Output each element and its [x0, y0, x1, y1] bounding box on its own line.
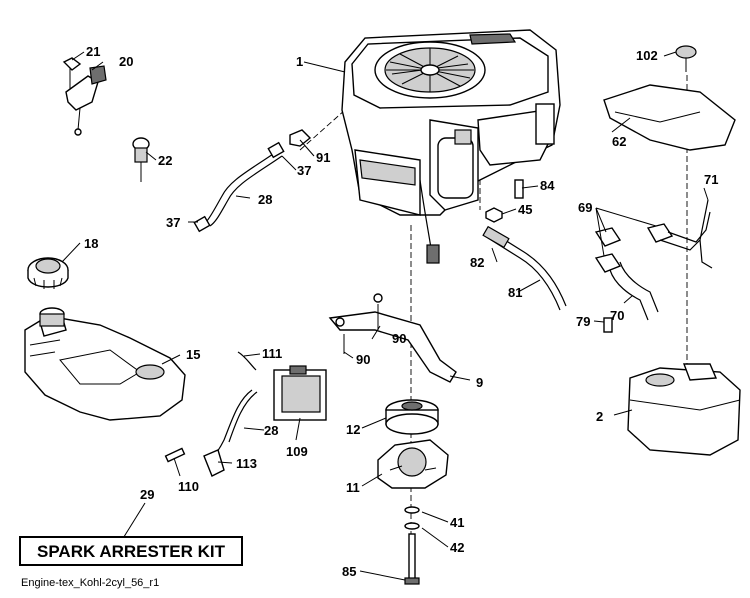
- leader-lines: [61, 51, 709, 581]
- label-90-upper: 90: [392, 331, 406, 346]
- label-84: 84: [540, 178, 555, 193]
- label-62: 62: [612, 134, 626, 149]
- label-1: 1: [296, 54, 303, 69]
- label-111: 111: [262, 346, 282, 361]
- washers-and-bolt: [404, 506, 420, 585]
- label-113: 113: [236, 456, 257, 471]
- label-9: 9: [476, 375, 483, 390]
- label-20: 20: [119, 54, 133, 69]
- label-28-upper: 28: [258, 192, 272, 207]
- throttle-cable-bracket: [62, 57, 107, 136]
- label-109: 109: [286, 444, 308, 459]
- label-11: 11: [346, 480, 360, 495]
- label-41: 41: [450, 515, 464, 530]
- label-85: 85: [342, 564, 356, 579]
- fuel-shutoff-valve: [132, 137, 150, 182]
- label-69: 69: [578, 200, 592, 215]
- fuel-tank: [24, 307, 186, 421]
- spark-arrester-kit: SPARK ARRESTER KIT: [19, 536, 243, 566]
- label-22: 22: [158, 153, 172, 168]
- label-91: 91: [316, 150, 330, 165]
- label-81: 81: [508, 285, 522, 300]
- label-110: 110: [178, 479, 199, 494]
- label-12: 12: [346, 422, 360, 437]
- label-45: 45: [518, 202, 532, 217]
- fuel-cap: [27, 257, 69, 289]
- part-labels: 1 2 9 11 12 15 18 20 21 22 28 28 29 37 3…: [84, 44, 718, 579]
- label-18: 18: [84, 236, 98, 251]
- fuel-line-upper: [193, 129, 312, 233]
- label-15: 15: [186, 347, 200, 362]
- heat-shield: [603, 45, 736, 151]
- pto-clutch: [377, 439, 449, 489]
- label-21: 21: [86, 44, 100, 59]
- drawing-code: Engine-tex_Kohl-2cyl_56_r1: [21, 577, 159, 589]
- label-2: 2: [596, 409, 603, 424]
- label-37-upper: 37: [297, 163, 311, 178]
- exhaust-pipes: [594, 199, 713, 333]
- label-71: 71: [704, 172, 718, 187]
- label-70: 70: [610, 308, 624, 323]
- label-42: 42: [450, 540, 464, 555]
- label-82: 82: [470, 255, 484, 270]
- pto-bracket: [328, 293, 457, 383]
- nut-and-bolt: [485, 179, 524, 223]
- spark-arrester-kit-title: SPARK ARRESTER KIT: [37, 542, 226, 561]
- label-28-lower: 28: [264, 423, 278, 438]
- muffler: [627, 363, 741, 456]
- label-79: 79: [576, 314, 590, 329]
- fuel-filter-assembly: [164, 351, 327, 477]
- label-29: 29: [140, 487, 154, 502]
- engine: [341, 29, 561, 264]
- pulley: [385, 399, 439, 435]
- label-37-lower: 37: [166, 215, 180, 230]
- fuel-line-81: [482, 225, 567, 311]
- label-102: 102: [636, 48, 658, 63]
- label-90-lower: 90: [356, 352, 370, 367]
